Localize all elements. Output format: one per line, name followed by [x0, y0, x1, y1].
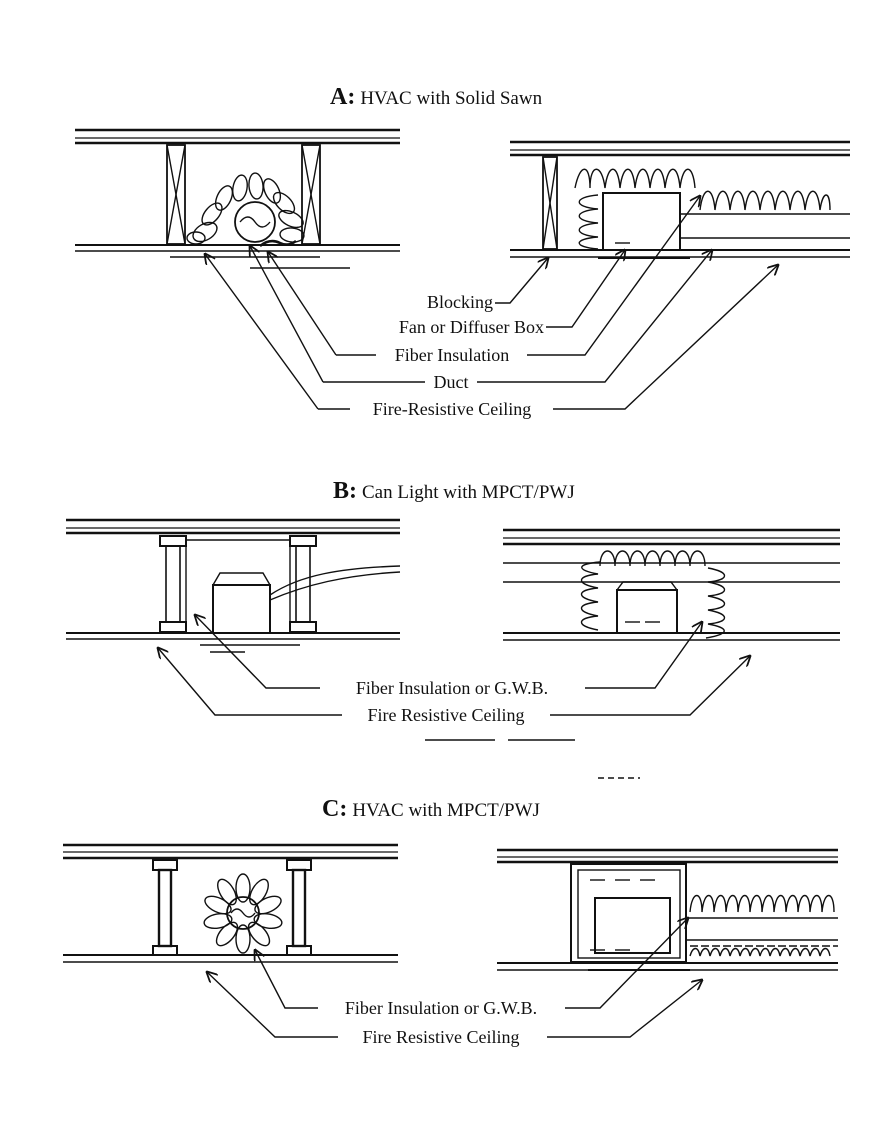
panel-a-left	[75, 128, 400, 269]
fiber-insulation-loops	[186, 172, 305, 245]
duct-round-c	[226, 896, 260, 930]
panel-b-right	[503, 528, 840, 641]
label-fire-resistive-ceiling: Fire-Resistive Ceiling	[373, 399, 531, 419]
section-b-callouts	[158, 615, 750, 779]
section-a-title: A:HVAC with Solid Sawn	[330, 84, 543, 110]
panel-b-left	[66, 518, 401, 653]
label-b-fire-resistive-ceiling: Fire Resistive Ceiling	[368, 705, 525, 725]
panel-c-left	[63, 843, 398, 963]
fiber-insulation-flower	[203, 873, 283, 954]
label-c-fire-resistive-ceiling: Fire Resistive Ceiling	[363, 1027, 520, 1047]
label-blocking: Blocking	[427, 292, 493, 312]
label-duct: Duct	[434, 372, 469, 392]
section-c-callouts	[207, 918, 702, 1038]
duct-round	[234, 201, 276, 243]
section-c-title: C:HVAC with MPCT/PWJ	[322, 796, 540, 822]
label-fan-diffuser-box: Fan or Diffuser Box	[399, 317, 544, 337]
blocking-left	[166, 144, 186, 245]
section-b-title: B:Can Light with MPCT/PWJ	[333, 478, 575, 504]
label-b-fiber-insulation-gwb: Fiber Insulation or G.W.B.	[356, 678, 548, 698]
i-joist-left	[159, 535, 187, 633]
i-joist-right	[289, 535, 317, 633]
panel-c-right	[497, 848, 838, 971]
can-light	[212, 572, 271, 634]
i-joist-c-right	[286, 859, 312, 956]
panel-a-right	[510, 140, 850, 259]
label-c-fiber-insulation-gwb: Fiber Insulation or G.W.B.	[345, 998, 537, 1018]
label-fiber-insulation: Fiber Insulation	[395, 345, 510, 365]
i-joist-c-left	[152, 859, 178, 956]
blocking-right	[301, 144, 321, 245]
section-a-callouts	[205, 196, 778, 410]
